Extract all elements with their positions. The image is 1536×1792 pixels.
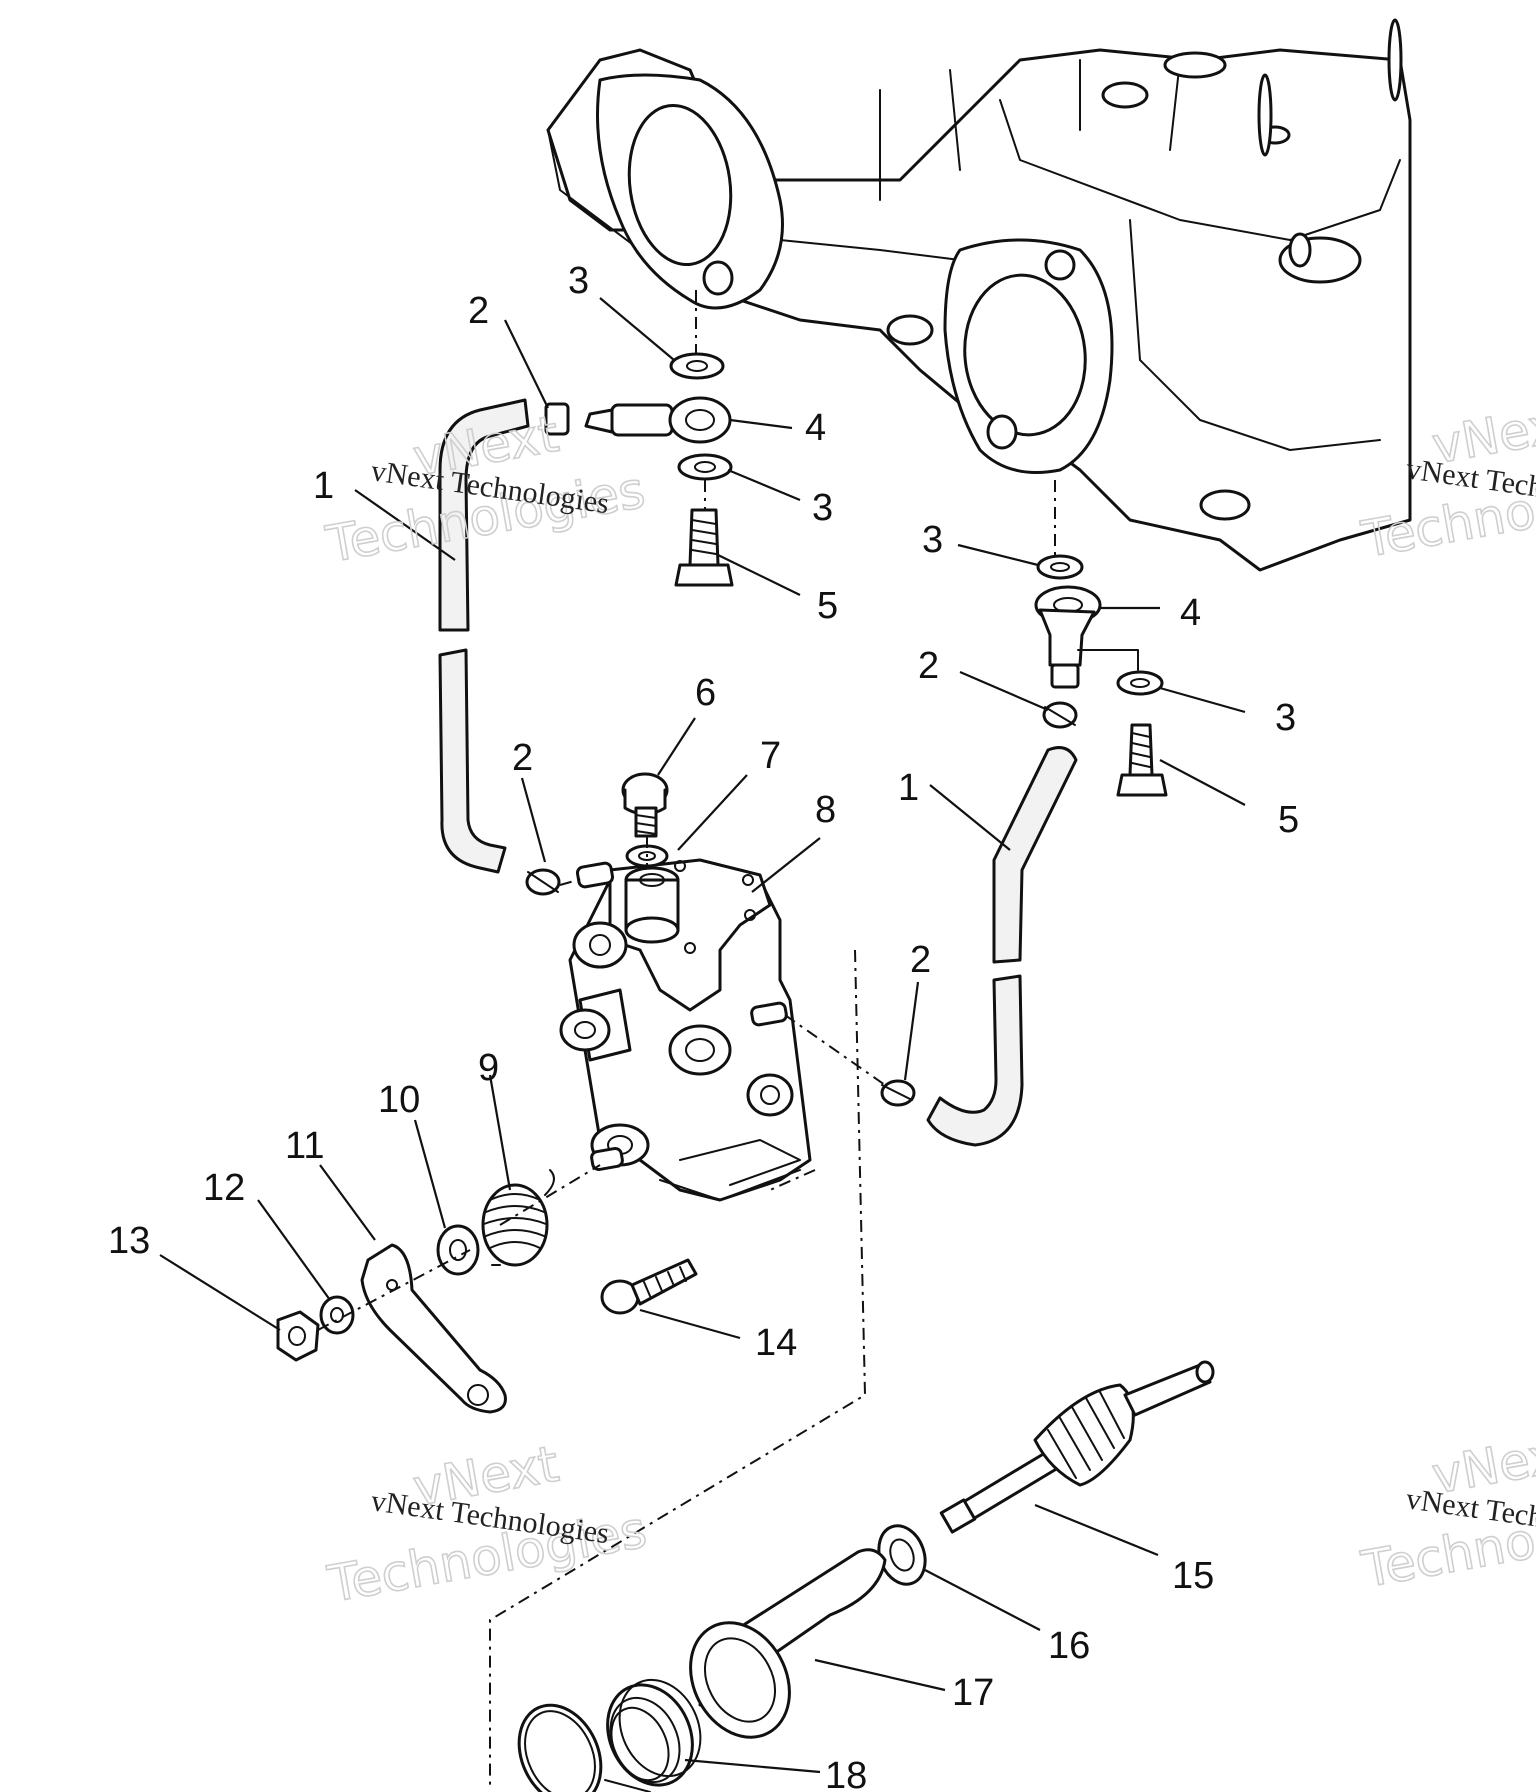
right-banjo-fitting-group — [1034, 480, 1168, 797]
sealing-washer — [1116, 670, 1164, 696]
drive-spring — [606, 1678, 702, 1787]
hose-clamp — [544, 402, 570, 436]
callout-15: 15 — [1172, 1555, 1214, 1597]
oil-hose — [926, 974, 1024, 1147]
callout-5-left: 5 — [817, 585, 838, 627]
sealing-washer — [677, 453, 733, 481]
callout-1-left: 1 — [313, 465, 334, 507]
callout-18: 18 — [825, 1755, 867, 1792]
banjo-bolt — [688, 508, 720, 567]
callout-4-left: 4 — [805, 407, 826, 449]
oil-hose — [438, 398, 530, 632]
callout-2-right: 2 — [918, 645, 939, 687]
callout-10: 10 — [378, 1079, 420, 1121]
callout-4-right: 4 — [1180, 592, 1201, 634]
callout-14: 14 — [755, 1322, 797, 1364]
cylinder-head-casting — [546, 18, 1412, 572]
drive-gear-shaft — [939, 1360, 1215, 1534]
left-banjo-fitting-group — [544, 290, 734, 587]
sealing-washer — [669, 352, 725, 380]
oil-hose — [992, 746, 1078, 964]
callout-2-pump-left: 2 — [512, 737, 533, 779]
callout-1-right: 1 — [898, 767, 919, 809]
callout-3-right-b: 3 — [1275, 697, 1296, 739]
return-spring — [481, 1169, 555, 1267]
banjo-fitting — [610, 403, 674, 437]
wave-washer — [319, 1295, 355, 1335]
callout-5-right: 5 — [1278, 799, 1299, 841]
callout-6: 6 — [695, 672, 716, 714]
control-lever — [360, 1243, 507, 1414]
callout-7: 7 — [760, 735, 781, 777]
cover-bolt-group — [621, 772, 669, 868]
lever-washer — [436, 1224, 480, 1276]
sealing-washer — [1036, 554, 1084, 580]
callout-3-top: 3 — [568, 260, 589, 302]
pump-mounting-screw — [600, 1258, 698, 1315]
callout-2-top-left: 2 — [468, 290, 489, 332]
callout-2-lower-right: 2 — [910, 939, 931, 981]
callout-16: 16 — [1048, 1625, 1090, 1667]
callout-9: 9 — [478, 1047, 499, 1089]
callout-3-mid-left: 3 — [812, 487, 833, 529]
oil-hose — [438, 648, 507, 874]
callout-17: 17 — [952, 1672, 994, 1714]
drive-bushing — [689, 1548, 887, 1739]
lock-nut — [276, 1310, 320, 1362]
callout-11: 11 — [285, 1125, 324, 1167]
o-ring — [517, 1703, 603, 1792]
callout-numbers: 3 2 4 1 3 5 3 4 2 3 5 1 6 7 8 2 2 9 10 1… — [108, 260, 1299, 1792]
callout-3-right-a: 3 — [922, 519, 943, 561]
callout-13: 13 — [108, 1220, 150, 1262]
callout-12: 12 — [203, 1167, 245, 1209]
leader-lines — [159, 297, 1246, 1774]
oil-pump-body — [559, 858, 812, 1202]
callout-8: 8 — [815, 789, 836, 831]
